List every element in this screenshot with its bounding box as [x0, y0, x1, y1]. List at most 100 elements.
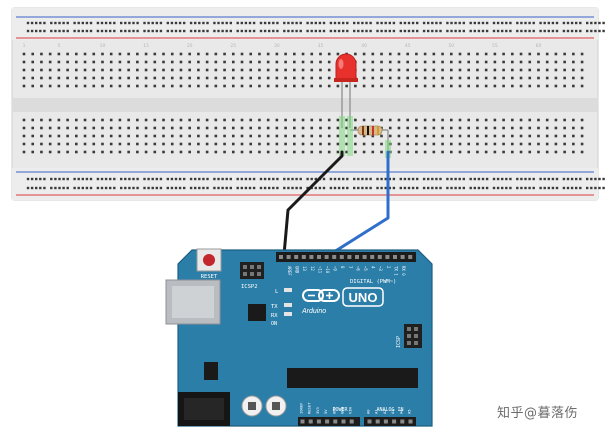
terminal-hole [467, 76, 471, 80]
rail-hole [240, 21, 243, 25]
terminal-hole [266, 126, 270, 130]
rail-hole [473, 186, 476, 190]
terminal-hole [563, 150, 566, 154]
terminal-hole [432, 52, 436, 56]
rail-hole [259, 21, 263, 25]
rail-hole [586, 29, 589, 33]
terminal-hole [223, 126, 226, 130]
reset-button-cap[interactable] [203, 254, 215, 266]
terminal-hole [293, 76, 296, 80]
rail-hole [427, 21, 430, 25]
power-header-hole [333, 419, 338, 424]
terminal-hole [572, 150, 575, 154]
terminal-hole [83, 126, 87, 130]
terminal-hole [467, 126, 471, 130]
terminal-hole [66, 60, 69, 64]
rail-hole [306, 21, 309, 25]
rail-hole [299, 29, 302, 33]
terminal-hole [127, 84, 130, 88]
terminal-hole [48, 68, 52, 72]
rail-hole [62, 29, 65, 33]
terminal-hole [258, 68, 261, 72]
terminal-hole [449, 142, 453, 146]
led-rx-indicator [284, 312, 292, 316]
rail-hole [357, 29, 360, 33]
rail-hole [225, 177, 228, 181]
terminal-hole [388, 84, 392, 88]
rail-hole [189, 177, 193, 181]
terminal-hole [423, 84, 427, 88]
terminal-hole [275, 142, 279, 146]
terminal-hole [441, 142, 444, 146]
top-rail-holes [26, 21, 605, 33]
rail-hole [310, 177, 313, 181]
rail-hole [422, 29, 426, 33]
terminal-hole [153, 126, 157, 130]
rail-hole [501, 21, 504, 25]
rail-hole [369, 177, 372, 181]
rail-hole [259, 186, 263, 190]
terminal-hole [266, 118, 270, 122]
terminal-hole [101, 118, 104, 122]
terminal-hole [319, 84, 322, 88]
terminal-hole [388, 118, 392, 122]
rail-hole [58, 186, 61, 190]
terminal-hole [397, 126, 401, 130]
rail-hole [113, 177, 116, 181]
terminal-hole [48, 126, 52, 130]
rail-hole [388, 21, 391, 25]
header-hole [362, 255, 367, 259]
terminal-hole [284, 150, 287, 154]
brand-name: Arduino [301, 308, 326, 315]
rail-hole [492, 177, 496, 181]
terminal-hole [380, 84, 383, 88]
terminal-hole [580, 118, 584, 122]
terminal-hole [415, 126, 418, 130]
rail-hole [174, 177, 178, 181]
terminal-hole [502, 134, 505, 138]
rail-hole [318, 186, 322, 190]
terminal-hole [563, 126, 566, 130]
icsp-header [404, 324, 422, 348]
rail-hole [361, 29, 364, 33]
rail-hole [194, 29, 197, 33]
rail-hole [342, 186, 345, 190]
terminal-hole [75, 134, 78, 138]
rail-hole [481, 186, 485, 190]
terminal-hole [336, 84, 340, 88]
terminal-hole [144, 76, 148, 80]
rail-hole [380, 29, 383, 33]
rail-hole [501, 186, 504, 190]
terminal-hole [528, 60, 532, 64]
rail-hole [403, 29, 407, 33]
terminal-hole [136, 84, 139, 88]
terminal-hole [266, 142, 270, 146]
terminal-hole [327, 150, 331, 154]
rail-hole [575, 21, 578, 25]
resistor-band-2 [367, 126, 369, 135]
terminal-hole [554, 134, 558, 138]
rail-hole [376, 21, 379, 25]
terminal-hole [458, 126, 462, 130]
column-number: 55 [492, 43, 498, 49]
terminal-hole [205, 84, 209, 88]
terminal-hole [22, 52, 26, 56]
rail-hole [236, 29, 239, 33]
rail-hole [272, 186, 275, 190]
rail-hole [202, 186, 205, 190]
rail-hole [248, 177, 252, 181]
rail-hole [555, 29, 559, 33]
terminal-hole [580, 52, 584, 56]
rail-hole [39, 21, 42, 25]
rail-hole [124, 177, 127, 181]
rail-hole [353, 186, 356, 190]
terminal-hole [415, 84, 418, 88]
terminal-hole [188, 150, 191, 154]
terminal-hole [476, 76, 479, 80]
terminal-hole [467, 60, 471, 64]
terminal-hole [467, 142, 471, 146]
terminal-hole [476, 84, 479, 88]
terminal-hole [258, 84, 261, 88]
rail-hole [263, 186, 267, 190]
terminal-hole [275, 134, 279, 138]
